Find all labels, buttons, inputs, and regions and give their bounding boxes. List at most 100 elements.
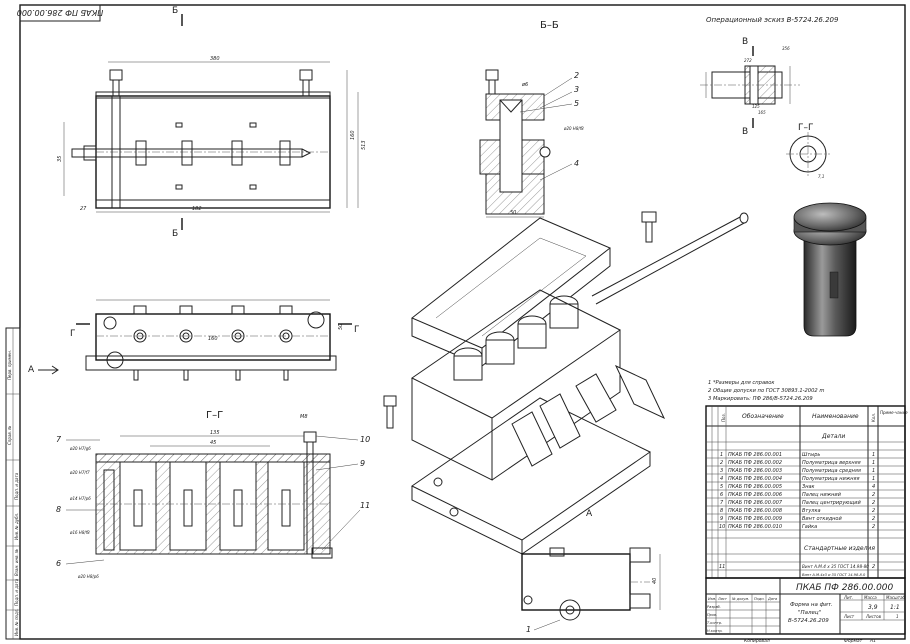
op-dim-356: 356 <box>782 46 790 51</box>
tb-role: Лист <box>717 597 728 601</box>
spec-section-std: Стандартные изделия <box>804 545 875 552</box>
title-sheet: Лист <box>843 614 855 619</box>
spec-row-code: ПКАБ ПФ 286.00.008 <box>728 508 782 514</box>
spec-row-qty: 1 <box>872 476 875 482</box>
spec-row-pos: 4 <box>720 476 723 482</box>
op-dim-272: 272 <box>744 58 752 63</box>
title-sheets: Листов <box>865 614 882 619</box>
dim-bb-6: ø6 <box>521 82 528 88</box>
fit-3: ø14 H7/p6 <box>69 496 91 501</box>
section-gg: Г–Г 135 45 M8 10 9 11 7 8 6 ø20 H7/g6 <box>56 410 370 579</box>
tb-role: Разраб. <box>707 605 721 609</box>
dim-35: 35 <box>57 156 63 162</box>
side-view: 40 1 <box>521 547 661 634</box>
gg-dim-m8: M8 <box>300 414 308 420</box>
pos-5: 5 <box>574 99 579 108</box>
pos-2: 2 <box>574 71 579 80</box>
gg-dim-135: 135 <box>210 430 220 436</box>
fit-2: ø20 H7/f7 <box>69 470 90 475</box>
spec-row-code: ПКАБ ПФ 286.00.003 <box>728 468 782 474</box>
side-stamp-2: Справ. № <box>7 426 12 445</box>
spec-row-code: ПКАБ ПФ 286.00.002 <box>728 460 782 466</box>
mid-mark-g-right: Г <box>354 325 360 335</box>
title-mass: Масса <box>864 595 877 600</box>
note-1: 1 *Размеры для справок <box>708 380 775 386</box>
title-lit: Лит. <box>843 595 853 600</box>
spec-row-code: ПКАБ ПФ 286.00.001 <box>728 452 782 458</box>
side-dim-40: 40 <box>652 578 658 584</box>
title-format-val: А1 <box>869 638 876 644</box>
spec-row-qty: 1 <box>872 468 875 474</box>
tb-role: Изм. <box>708 597 716 601</box>
spec-section-parts: Детали <box>821 433 845 440</box>
notes: 1 *Размеры для справок 2 Общие допуски п… <box>708 380 824 402</box>
operational-sketch-title: Операционный эскиз В-5724.26.209 <box>706 16 839 24</box>
spec-row-name: Винт откидной <box>802 516 842 522</box>
spec-row-name: Полуматрица верхняя <box>802 460 861 466</box>
dim-513: 513 <box>361 140 367 150</box>
section-mark-b-top: Б <box>172 6 178 16</box>
op-mark-v-bottom: В <box>742 127 748 137</box>
side-stamp: Перв. примен. Справ. № Подп. и дата Инв.… <box>5 327 21 640</box>
spec-row-pos: 9 <box>720 516 723 522</box>
op-mark-v-top: В <box>742 37 748 47</box>
spec-row-name: Палец центрирующий <box>802 500 861 506</box>
mid-view: 160 50 Г Г А <box>28 299 360 381</box>
mid-dim-50: 50 <box>338 324 344 330</box>
spec-head-qty: Кол. <box>871 413 876 422</box>
pos-7: 7 <box>56 435 62 444</box>
spec-rows: 1 ПКАБ ПФ 286.00.001 Штырь 1 2 ПКАБ ПФ 2… <box>719 452 875 530</box>
spec-row-name: Полуматрица средняя <box>802 468 861 474</box>
section-bb: Б–Б 50 ø6 2 3 5 4 ø20 H8/f8 <box>479 20 584 218</box>
operational-sketch: В В 356 272 125 165 Г–Г 7,1 <box>700 37 830 179</box>
spec-std-qty: 2 <box>872 564 875 570</box>
title-scale: Масштаб <box>886 595 906 600</box>
tb-role: Подп. <box>754 597 765 601</box>
tb-role: Н.контр. <box>707 629 723 633</box>
side-stamp-6: Подп. и дата <box>14 578 19 606</box>
view-a-arrow: А <box>28 365 35 375</box>
op-section-gg: Г–Г <box>798 123 813 133</box>
section-gg-title: Г–Г <box>206 410 223 421</box>
spec-row-code: ПКАБ ПФ 286.00.006 <box>728 492 782 498</box>
spec-row-qty: 1 <box>872 460 875 466</box>
spec-row-name: Полуматрица нижняя <box>802 476 860 482</box>
spec-row-name: Знак <box>802 484 815 490</box>
dim-27: 27 <box>80 206 87 212</box>
spec-row-qty: 2 <box>872 492 875 498</box>
spec-row-qty: 2 <box>872 516 875 522</box>
title-format: Формат <box>844 638 863 644</box>
spec-row-pos: 10 <box>719 524 725 530</box>
dim-182: 182 <box>192 206 202 212</box>
dim-bb-50: 50 <box>510 210 516 216</box>
spec-row-qty: 2 <box>872 500 875 506</box>
gg-dim-45: 45 <box>210 440 216 446</box>
spec-row-code: ПКАБ ПФ 286.00.004 <box>728 476 782 482</box>
spec-row-name: Палец нижний <box>802 492 842 498</box>
pin-render <box>793 202 867 337</box>
spec-std-pos: 11 <box>719 564 725 570</box>
title-name-2: "Палец" <box>798 610 821 616</box>
mid-mark-g-left: Г <box>70 329 76 339</box>
spec-head-name: Наименование <box>812 413 859 420</box>
title-block: ПКАБ ПФ 286.00.000 Форма на фит. "Палец"… <box>705 577 906 644</box>
op-dim-165: 165 <box>758 110 766 115</box>
pos-9: 9 <box>360 459 365 468</box>
dim-380: 380 <box>210 56 220 62</box>
spec-row-code: ПКАБ ПФ 286.00.005 <box>728 484 782 490</box>
spec-row-qty: 1 <box>872 452 875 458</box>
spec-std-name: Винт А.М.4 х 35 ГОСТ 14.98-80 <box>802 564 869 569</box>
section-mark-b-bottom: Б <box>172 229 178 239</box>
spec-row-pos: 6 <box>720 492 723 498</box>
note-3: 3 Маркировать: ПФ 286/В-5724.26.209 <box>708 396 813 402</box>
spec-row-pos: 8 <box>720 508 723 514</box>
spec-row-code: ПКАБ ПФ 286.00.009 <box>728 516 782 522</box>
spec-row-code: ПКАБ ПФ 286.00.010 <box>728 524 782 530</box>
spec-row-qty: 2 <box>872 524 875 530</box>
note-2: 2 Общие допуски по ГОСТ 30893.1-2002 m <box>708 388 824 394</box>
fit-bb: ø20 H8/f8 <box>563 126 584 131</box>
isometric-view: А <box>383 211 749 555</box>
spec-row-qty: 2 <box>872 508 875 514</box>
